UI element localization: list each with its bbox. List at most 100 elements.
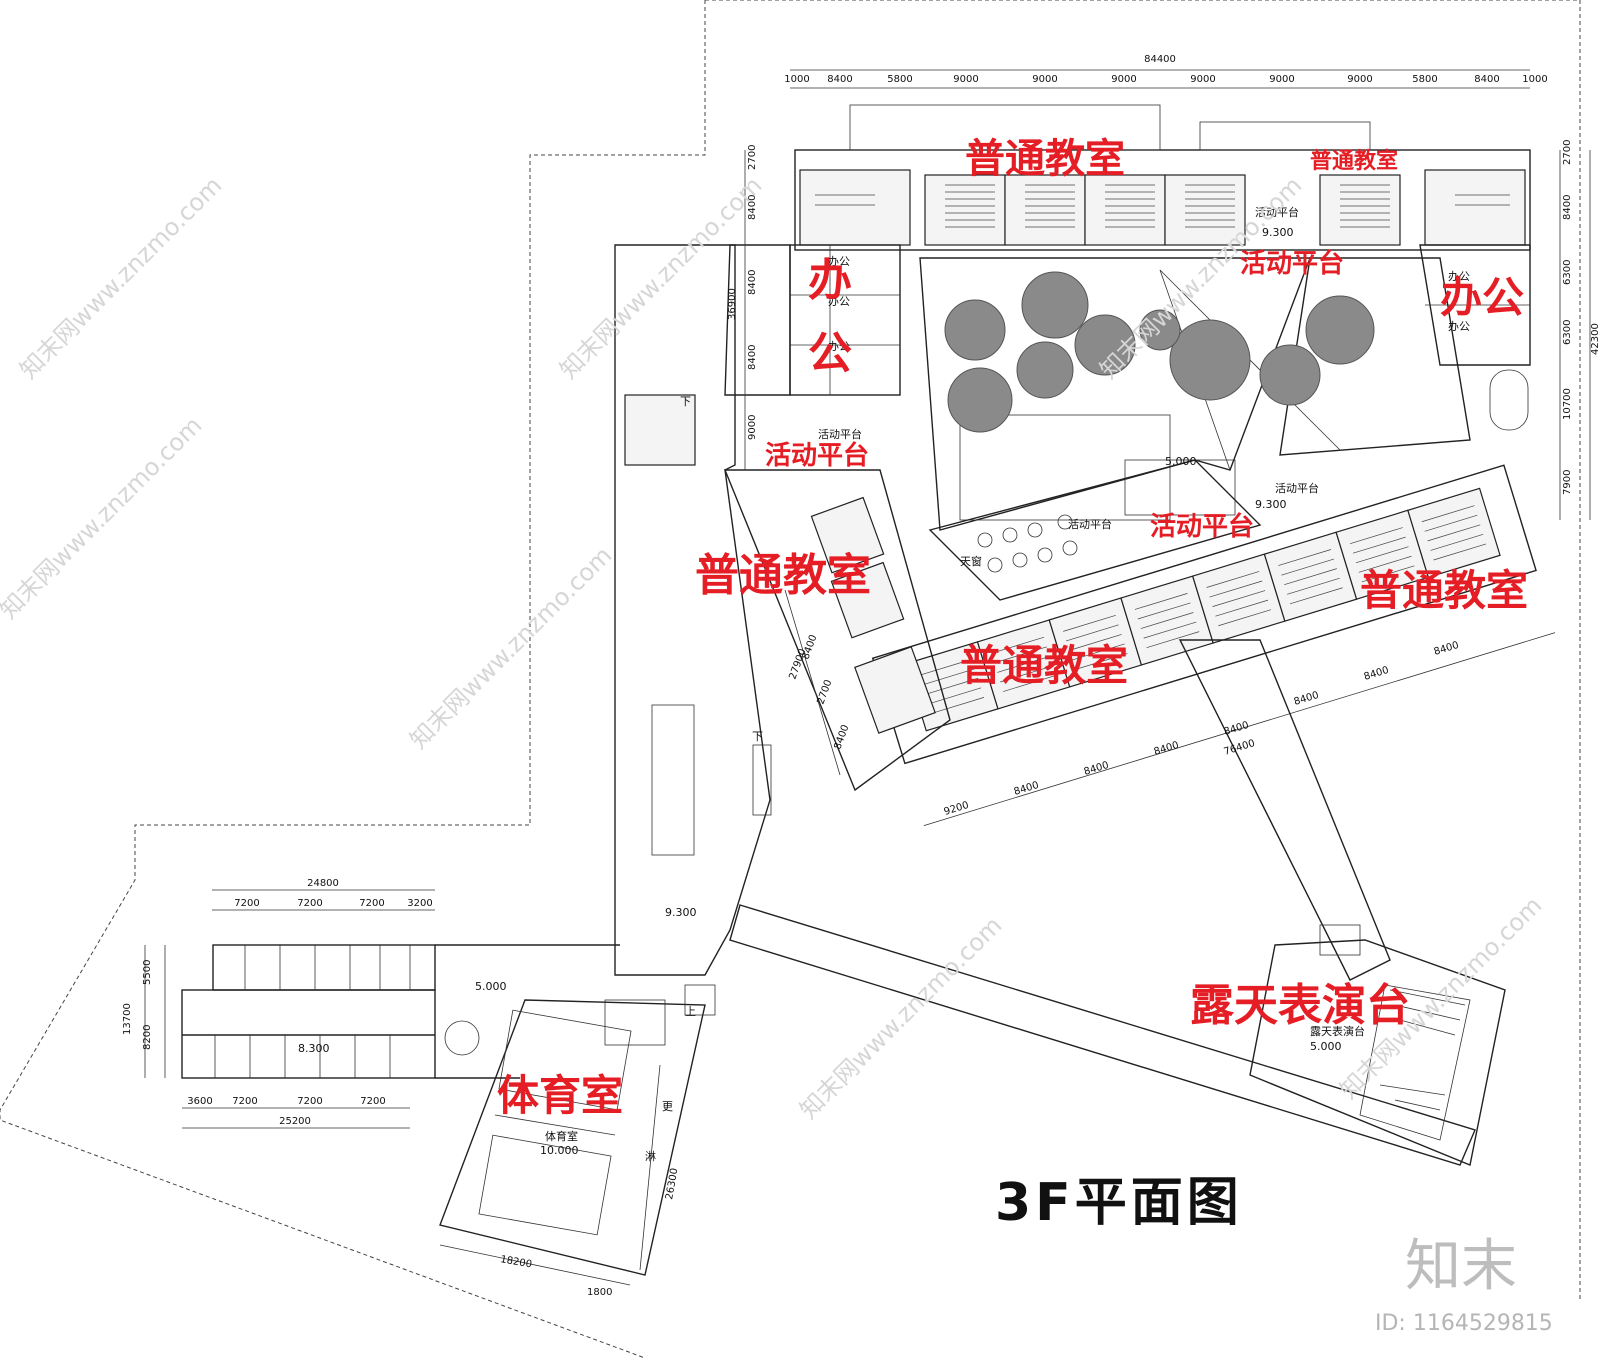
dim-right-6: 7900: [1562, 470, 1573, 495]
label-office-east: 办公: [1440, 273, 1524, 322]
dorm-block: [181, 944, 620, 1079]
dim-top-seg-7: 9000: [1190, 74, 1215, 85]
label-office-1: 办公: [828, 255, 850, 268]
label-office-4: 办公: [1448, 270, 1470, 283]
dim-right-5: 10700: [1562, 388, 1573, 420]
elev-5000-dorm: 5.000: [475, 980, 507, 993]
watermark-1: 知末网www.znzmo.com: [14, 171, 227, 384]
dim-top-seg-12: 1000: [1522, 74, 1547, 85]
dim-left-total: 36900: [727, 288, 738, 320]
watermark-id: ID: 1164529815: [1375, 1311, 1553, 1336]
label-down-1: 下: [680, 395, 691, 408]
label-classroom-east: 普通教室: [1360, 566, 1528, 615]
dim-dorm-left-total: 13700: [122, 1003, 133, 1035]
label-gym-small: 体育室: [545, 1129, 578, 1143]
elev-5000-courtyard: 5.000: [1165, 455, 1197, 468]
dim-right-4: 6300: [1562, 320, 1573, 345]
dim-gym-side: 26300: [664, 1167, 680, 1200]
label-down-2: 下: [752, 730, 763, 743]
label-activity-platform-west: 活动平台: [765, 440, 869, 471]
label-classroom-ne: 普通教室: [1310, 148, 1398, 174]
dim-top-seg-6: 9000: [1111, 74, 1136, 85]
label-classroom-west: 普通教室: [695, 550, 871, 601]
dim-dorm-top-4: 3200: [407, 898, 432, 909]
dim-south-4: 8400: [1153, 740, 1181, 758]
dim-south-1: 9200: [943, 800, 971, 818]
label-office-2: 办公: [828, 295, 850, 308]
skylight-platform: [928, 459, 1262, 601]
dim-south-7: 8400: [1363, 665, 1391, 683]
east-office-block: [1419, 244, 1531, 431]
label-activity-platform-ne: 活动平台: [1240, 248, 1344, 279]
dim-top-seg-11: 8400: [1474, 74, 1499, 85]
label-activity-platform-e: 活动平台: [1275, 481, 1319, 495]
dim-dorm-bottom-4: 7200: [360, 1096, 385, 1107]
dim-top-seg-2: 8400: [827, 74, 852, 85]
dim-dorm-bottom-total: 25200: [279, 1116, 311, 1127]
watermark-2: 知末网www.znzmo.com: [0, 411, 207, 624]
dim-west-3: 8400: [832, 723, 851, 751]
dim-right-total: 42300: [1590, 323, 1600, 355]
dim-south-3: 8400: [1083, 760, 1111, 778]
watermark-4: 知末网www.znzmo.com: [404, 541, 617, 754]
elev-9300-corridor: 9.300: [665, 906, 697, 919]
courtyard: [919, 257, 1471, 531]
label-changing-1: 更: [662, 1100, 673, 1113]
label-skylight: 天窗: [960, 554, 982, 568]
dim-left-3: 8400: [747, 270, 758, 295]
label-gym: 体育室: [497, 1071, 623, 1120]
dim-top-seg-5: 9000: [1032, 74, 1057, 85]
north-wing: [794, 104, 1531, 251]
dim-south-8: 8400: [1433, 640, 1461, 658]
label-classroom-south: 普通教室: [960, 641, 1128, 690]
dim-top-seg-4: 9000: [953, 74, 978, 85]
label-up: 上: [685, 1005, 696, 1018]
west-classroom-wing: [723, 469, 951, 792]
label-activity-platform-c: 活动平台: [1068, 517, 1112, 531]
dim-top-seg-10: 5800: [1412, 74, 1437, 85]
label-outdoor-stage: 露天表演台: [1190, 980, 1410, 1031]
dim-dorm-top-1: 7200: [234, 898, 259, 909]
label-classroom-north: 普通教室: [965, 136, 1125, 182]
dim-south-2: 8400: [1013, 780, 1041, 798]
dim-dorm-bottom-2: 7200: [232, 1096, 257, 1107]
dim-right-1: 2700: [1562, 140, 1573, 165]
elev-9300-n: 9.300: [1262, 226, 1294, 239]
elev-9300-e: 9.300: [1255, 498, 1287, 511]
plan-title: 3F平面图: [995, 1173, 1243, 1233]
dim-gym-small: 1800: [587, 1287, 612, 1298]
dim-dorm-bottom-3: 7200: [297, 1096, 322, 1107]
west-office-block: [724, 244, 901, 396]
label-activity-platform-center: 活动平台: [1150, 511, 1254, 542]
dim-left-4: 8400: [747, 345, 758, 370]
stage-connector: [729, 639, 1476, 1166]
outdoor-stage: [1249, 924, 1506, 1166]
west-corridor: [614, 244, 772, 976]
dim-top-total: 84400: [1144, 54, 1176, 65]
dim-dorm-bottom-1: 3600: [187, 1096, 212, 1107]
dim-dorm-left-1: 5500: [142, 960, 153, 985]
elev-5000-stage: 5.000: [1310, 1040, 1342, 1053]
dim-left-2: 8400: [747, 195, 758, 220]
label-office-5: 办公: [1448, 320, 1470, 333]
dim-top-seg-1: 1000: [784, 74, 809, 85]
dim-dorm-top-3: 7200: [359, 898, 384, 909]
label-shower: 淋: [645, 1150, 656, 1163]
dim-top-seg-8: 9000: [1269, 74, 1294, 85]
dim-west-total: 27900: [787, 647, 808, 681]
elev-10000-gym: 10.000: [540, 1144, 579, 1157]
gym-block: [439, 984, 716, 1276]
label-office-3: 办公: [828, 340, 850, 353]
dim-south-5: 8400: [1223, 720, 1251, 738]
elev-8300-dorm: 8.300: [298, 1042, 330, 1055]
dim-top-seg-3: 5800: [887, 74, 912, 85]
dim-top-seg-9: 9000: [1347, 74, 1372, 85]
dim-left-5: 9000: [747, 415, 758, 440]
watermark-5: 知末网www.znzmo.com: [794, 911, 1007, 1124]
label-outdoor-stage-small: 露天表演台: [1310, 1024, 1365, 1038]
label-activity-platform-n: 活动平台: [1255, 205, 1299, 219]
dimension-lines: [144, 69, 1591, 1286]
dim-dorm-top-2: 7200: [297, 898, 322, 909]
dim-right-2: 8400: [1562, 195, 1573, 220]
